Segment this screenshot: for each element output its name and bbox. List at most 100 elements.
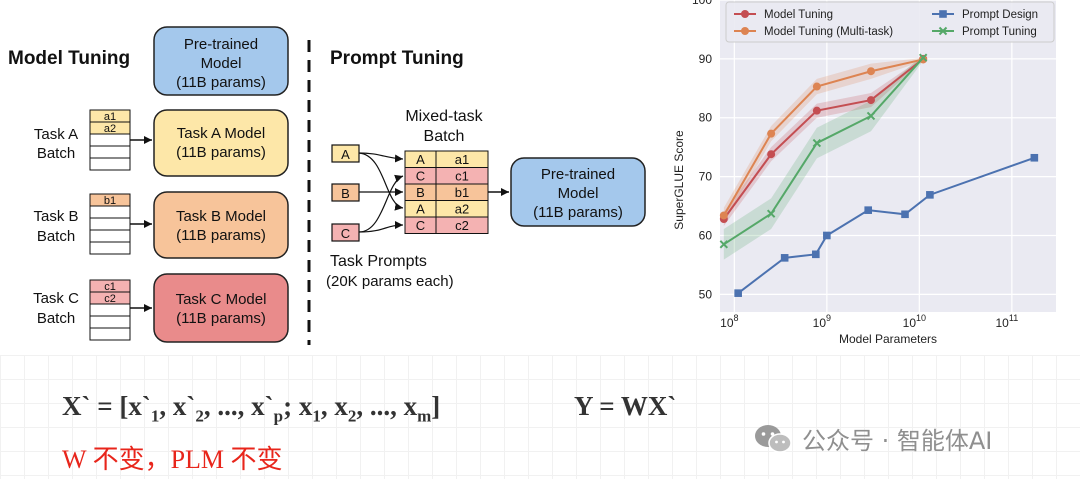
x-tick-base: 10 <box>996 316 1010 330</box>
chart-ylabel: SuperGLUE Score <box>672 130 686 230</box>
data-point-x-stroke <box>719 240 729 249</box>
pretrained-right-line2: Model <box>558 185 599 202</box>
data-point-x <box>812 138 822 148</box>
mixed-row-3-prompt: B <box>416 185 425 200</box>
watermark-text: 公众号 · 智能体AI <box>802 427 993 455</box>
data-point-x <box>766 209 776 218</box>
data-point-circle <box>741 27 749 35</box>
legend-entry-label: Model Tuning <box>764 9 833 21</box>
formula-text: , x <box>320 391 348 421</box>
task-prompts-label: Task Prompts <box>330 253 427 270</box>
series-band-1 <box>723 57 924 224</box>
wechat-icon <box>755 424 792 453</box>
data-point-square <box>926 191 934 199</box>
data-point-circle <box>741 10 749 18</box>
pretrained-model-line1: Pre-trained <box>184 36 258 53</box>
task-a-row-1: a1 <box>104 111 116 123</box>
data-point-x-stroke <box>866 111 876 121</box>
formula-subscript: 1 <box>150 406 160 426</box>
task-c-row-2: c2 <box>104 293 116 305</box>
input-concat-formula: X` = [x`1, x`2, ..., x`p; x1, x2, ..., x… <box>62 391 440 426</box>
task-c-label-line1: Task C <box>33 290 79 307</box>
pretrained-model-line3: (11B params) <box>176 74 266 91</box>
x-tick-base: 10 <box>813 316 827 330</box>
mixed-row-4-input: a2 <box>455 202 469 217</box>
legend-frame <box>725 1 1055 43</box>
legend-entry-label: Prompt Design <box>962 9 1038 21</box>
task-c-row-1: c1 <box>104 281 116 293</box>
model-tuning-title: Model Tuning <box>8 48 130 69</box>
x-tick-label: 109 <box>813 313 831 330</box>
y-tick-label: 100 <box>692 0 712 7</box>
data-point-x <box>719 240 729 249</box>
x-tick-label: 108 <box>720 313 738 330</box>
prompt-routing-arrows <box>358 152 404 233</box>
task-a-label-line2: Batch <box>37 145 75 162</box>
mixed-row-2-prompt: C <box>416 169 425 184</box>
mixed-row-3-input: b1 <box>455 185 469 200</box>
data-point-circle <box>719 211 728 220</box>
task-a-batch: a1 a2 <box>89 109 131 171</box>
mixed-row-4-prompt: A <box>416 202 425 217</box>
formula-subscript: p <box>273 406 284 426</box>
pretrained-right-line1: Pre-trained <box>541 166 615 183</box>
task-b-label-line2: Batch <box>37 228 75 245</box>
formula-subscript: m <box>417 406 432 426</box>
data-point-x-stroke <box>918 53 928 62</box>
data-point-circle <box>866 67 875 76</box>
mixed-row-1-prompt: A <box>416 152 425 167</box>
formula-text: X` = [x` <box>62 391 151 421</box>
formula-text: , ..., x <box>356 391 418 421</box>
x-tick-label: 1010 <box>903 313 926 330</box>
frozen-note: W 不变，PLM 不变 <box>62 445 283 474</box>
task-b-label-line1: Task B <box>33 208 78 225</box>
tuning-diagram: Model Tuning Prompt Tuning Pre-trained M… <box>8 26 646 345</box>
task-a-model-line1: Task A Model <box>177 125 265 142</box>
legend-entry-label: Prompt Tuning <box>962 26 1037 38</box>
mixed-row-2-input: c1 <box>455 169 469 184</box>
prompt-b-label: B <box>341 186 350 201</box>
data-point-circle <box>919 55 928 64</box>
data-point-x-stroke <box>766 209 776 218</box>
task-c-model-box <box>153 273 289 343</box>
data-point-x <box>866 111 876 121</box>
series-line-2 <box>737 156 1035 294</box>
prompt-c-label: C <box>341 226 350 241</box>
y-tick-label: 70 <box>699 170 713 184</box>
task-b-model-box <box>153 191 289 259</box>
mixed-row-1-input: a1 <box>455 152 469 167</box>
data-point-circle <box>767 150 776 159</box>
data-point-circle <box>767 129 776 138</box>
data-point-x-stroke <box>812 138 822 148</box>
formula-subscript: 1 <box>312 406 321 426</box>
output-formula: Y = WX` <box>574 391 677 421</box>
pretrained-model-line2: Model <box>201 55 242 72</box>
chart-xlabel: Model Parameters <box>839 332 937 346</box>
x-tick-exponent: 8 <box>734 313 739 323</box>
mixed-row-5-input: c2 <box>455 218 469 233</box>
data-point-circle <box>812 106 821 115</box>
x-tick-base: 10 <box>720 316 734 330</box>
task-a-row-2: a2 <box>104 123 116 135</box>
x-tick-exponent: 11 <box>1009 313 1018 323</box>
task-prompts-params: (20K params each) <box>326 273 454 290</box>
pretrained-right-line3: (11B params) <box>533 204 623 221</box>
task-c-label-line2: Batch <box>37 310 75 327</box>
task-c-model-line2: (11B params) <box>176 310 266 327</box>
task-b-model-line2: (11B params) <box>176 227 266 244</box>
data-point-circle <box>812 82 821 91</box>
data-point-square <box>864 206 873 214</box>
chart-series <box>719 53 1039 297</box>
data-point-square <box>1030 153 1039 162</box>
formula-panel: X` = [x`1, x`2, ..., x`p; x1, x2, ..., x… <box>0 355 1080 479</box>
y-tick-label: 90 <box>699 52 713 66</box>
formula-text: , x` <box>159 391 196 421</box>
mixed-batch-title-line1: Mixed-task <box>405 108 483 125</box>
x-tick-base: 10 <box>903 316 917 330</box>
pretrained-model-box <box>153 26 289 96</box>
task-b-row-1: b1 <box>104 195 116 207</box>
data-point-square <box>780 254 789 262</box>
task-a-model-line2: (11B params) <box>176 144 266 161</box>
